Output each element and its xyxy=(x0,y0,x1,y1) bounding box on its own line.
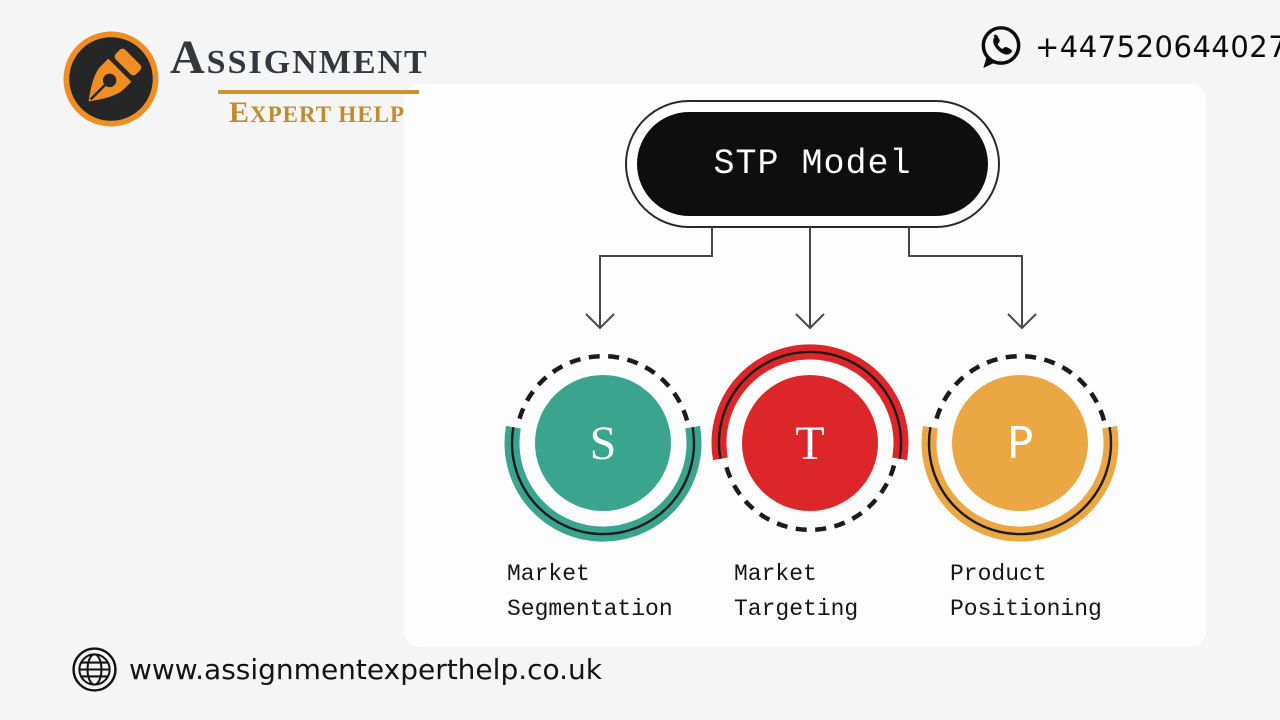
arrowhead-right xyxy=(1007,313,1037,330)
diagram-title: STP Model xyxy=(713,144,912,184)
arrow-line-right xyxy=(908,227,1023,327)
node-letter-t: T xyxy=(795,416,825,470)
whatsapp-icon[interactable] xyxy=(976,22,1025,71)
node-positioning: P xyxy=(920,343,1120,543)
brand-tagline-rest: XPERT HELP xyxy=(249,102,406,127)
label-line: Positioning xyxy=(950,596,1102,622)
arrow-line-left xyxy=(599,227,713,327)
globe-icon xyxy=(72,647,117,692)
label-market-segmentation: Market Segmentation xyxy=(507,557,673,627)
label-product-positioning: Product Positioning xyxy=(950,557,1102,627)
arrowhead-left xyxy=(585,313,615,330)
website-url[interactable]: www.assignmentexperthelp.co.uk xyxy=(129,653,603,686)
node-positioning-rings xyxy=(921,353,1119,542)
phone-number[interactable]: +447520644027 xyxy=(1035,30,1280,64)
node-segmentation: S xyxy=(503,343,703,543)
node-letter-p: P xyxy=(1006,417,1034,469)
node-letter-s: S xyxy=(589,416,617,470)
label-line: Market xyxy=(734,561,817,587)
stp-model-pill-inner: STP Model xyxy=(637,112,988,216)
node-targeting: T xyxy=(710,343,910,543)
arrowhead-center xyxy=(795,313,825,330)
thin-arc xyxy=(717,350,903,460)
brand-title-rest: SSIGNMENT xyxy=(206,44,429,81)
node-segmentation-rings xyxy=(504,353,702,542)
brand-tagline: EXPERT HELP xyxy=(213,96,421,130)
node-targeting-rings xyxy=(711,344,909,533)
connector-arrows xyxy=(585,227,1037,330)
thin-arc xyxy=(510,426,696,536)
brand-underline xyxy=(218,90,419,94)
label-line: Product xyxy=(950,561,1047,587)
node-circle xyxy=(742,375,878,511)
label-line: Market xyxy=(507,561,590,587)
node-circle xyxy=(952,375,1088,511)
stp-model-pill: STP Model xyxy=(625,100,1000,228)
brand-tagline-initial: E xyxy=(228,96,250,129)
label-market-targeting: Market Targeting xyxy=(734,557,858,627)
label-line: Targeting xyxy=(734,596,859,622)
node-circle xyxy=(535,375,671,511)
brand-title: ASSIGNMENT xyxy=(170,30,429,85)
thin-arc xyxy=(927,426,1113,536)
label-line: Segmentation xyxy=(507,596,673,622)
pen-nib-icon xyxy=(63,31,159,127)
brand-title-initial: A xyxy=(170,31,207,84)
